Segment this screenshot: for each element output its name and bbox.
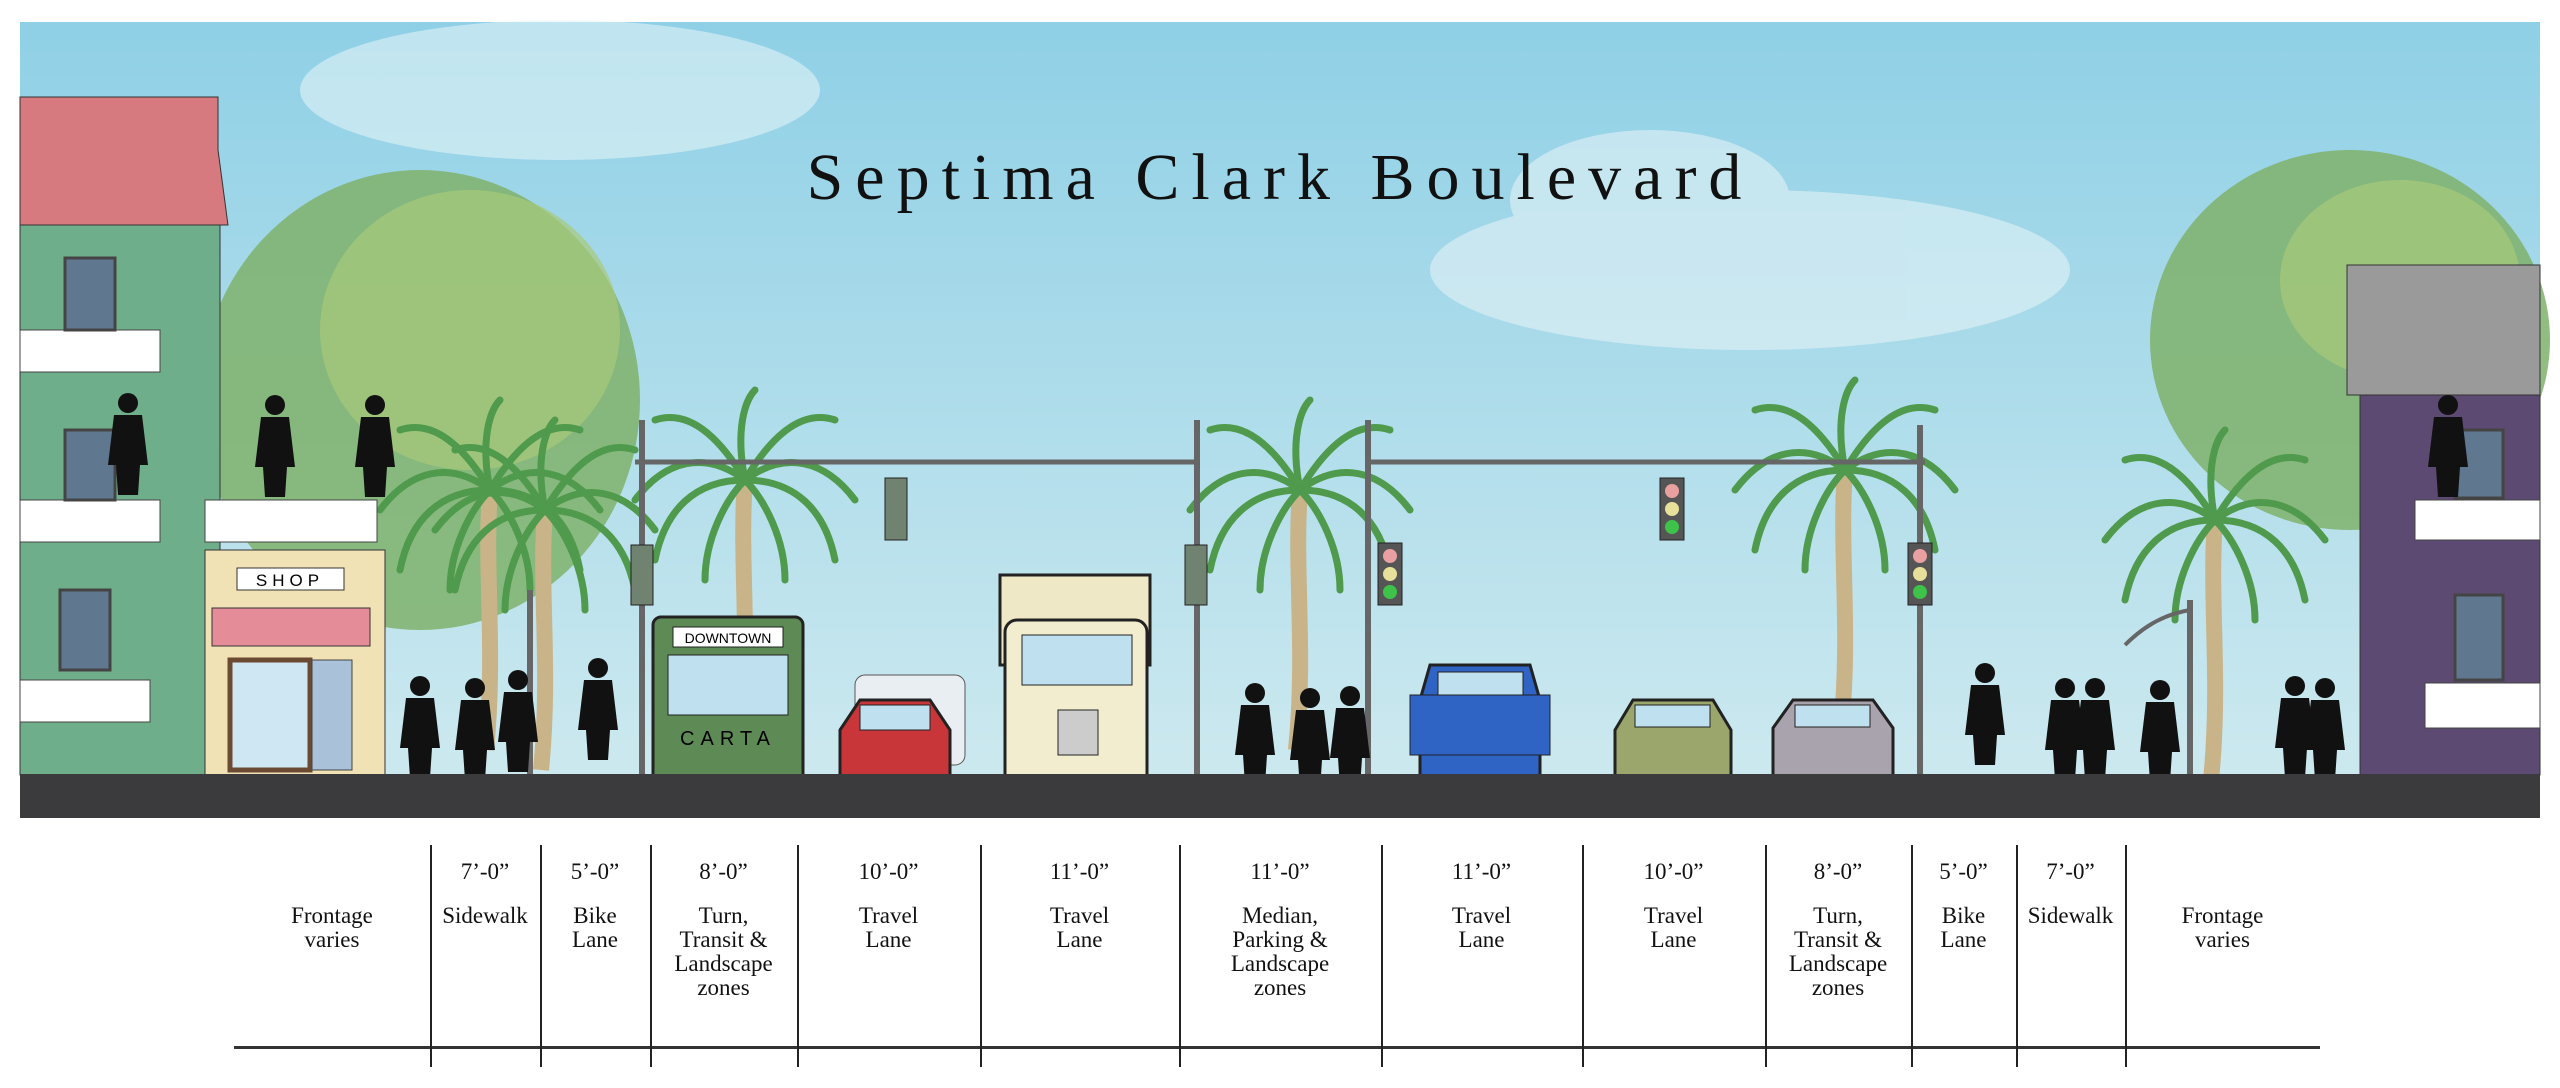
zone-divider: [430, 845, 432, 1067]
zone-travel-lane-1: 10’-0”Travel Lane: [858, 859, 919, 952]
bus-name: CARTA: [680, 728, 776, 750]
zone-bike-lane-right: 5’-0”Bike Lane: [1939, 859, 1988, 952]
zone-divider: [1381, 845, 1383, 1067]
building-left: [19, 96, 229, 776]
zone-sidewalk-left: 7’-0”Sidewalk: [442, 859, 528, 928]
dimension-line: [234, 1046, 2320, 1049]
building-right: [2346, 264, 2541, 776]
red-car: [838, 674, 966, 792]
green-car: [1613, 698, 1733, 792]
zone-turn-transit-right: 8’-0”Turn, Transit & Landscape zones: [1788, 859, 1888, 1000]
zone-travel-lane-3: 11’-0”Travel Lane: [1451, 859, 1512, 952]
zone-divider: [540, 845, 542, 1067]
zone-frontage-right: Frontage varies: [2181, 903, 2264, 952]
bus-destination-sign: DOWNTOWN: [685, 630, 772, 646]
roadway: [20, 774, 2540, 818]
zone-divider: [1911, 845, 1913, 1067]
zone-divider: [1179, 845, 1181, 1067]
zone-divider: [2125, 845, 2127, 1067]
traffic-signals: [630, 477, 1933, 606]
street-title: Septima Clark Boulevard: [806, 141, 1754, 214]
zone-turn-transit-left: 8’-0”Turn, Transit & Landscape zones: [674, 859, 773, 1000]
clouds: [300, 20, 2070, 350]
zone-divider: [980, 845, 982, 1067]
zone-bike-lane-left: 5’-0”Bike Lane: [570, 859, 620, 952]
shop-sign: SHOP: [256, 571, 324, 590]
silver-car: [1771, 698, 1895, 792]
zone-divider: [797, 845, 799, 1067]
zone-divider: [1582, 845, 1584, 1067]
zone-divider: [2016, 845, 2018, 1067]
bus: DOWNTOWN CARTA: [651, 615, 805, 792]
blue-pickup: [1409, 663, 1551, 792]
zone-median: 11’-0”Median, Parking & Landscape zones: [1230, 859, 1330, 1000]
box-truck: [998, 573, 1152, 792]
zone-divider: [1765, 845, 1767, 1067]
zone-frontage-left: Frontage varies: [291, 903, 373, 952]
zone-travel-lane-4: 10’-0”Travel Lane: [1643, 859, 1704, 952]
zone-divider: [650, 845, 652, 1067]
zone-sidewalk-right: 7’-0”Sidewalk: [2027, 859, 2114, 928]
shop-building: SHOP: [204, 499, 386, 776]
zone-travel-lane-2: 11’-0”Travel Lane: [1049, 859, 1110, 952]
